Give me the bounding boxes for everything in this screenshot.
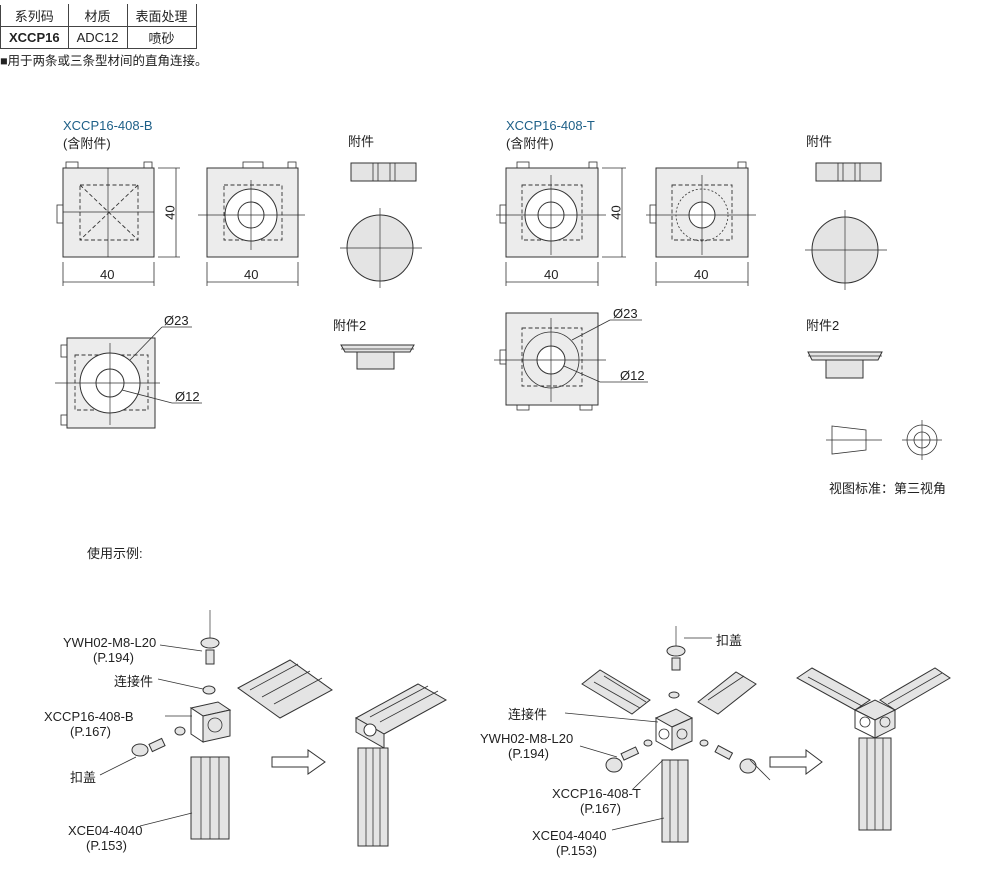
- left-dia-big: Ø23: [164, 313, 189, 328]
- usage-left-connector: 连接件: [114, 674, 154, 689]
- right-accessory-label: 附件: [806, 134, 833, 149]
- usage-left-bolt: YWH02-M8-L20: [63, 635, 157, 650]
- right-front-view: [496, 161, 606, 258]
- usage-left-part-page: (P.167): [70, 724, 111, 739]
- spec-cell-surface: 喷砂: [126, 26, 197, 49]
- left-accessory2-label: 附件2: [333, 318, 367, 333]
- left-dim-height: 40: [162, 205, 178, 220]
- spec-cell-material: ADC12: [67, 26, 128, 49]
- right-accessory-1: [805, 162, 887, 290]
- usage-left-cap: 扣盖: [70, 770, 97, 785]
- left-model-name: XCCP16-408-B: [63, 118, 153, 133]
- usage-right-part: XCCP16-408-T: [552, 786, 641, 801]
- usage-right-exploded: [564, 626, 771, 843]
- right-dia-small: Ø12: [620, 368, 645, 383]
- usage-right-connector: 连接件: [508, 707, 548, 722]
- usage-left-profile-page: (P.153): [86, 838, 127, 853]
- usage-note: ■用于两条或三条型材间的直角连接。: [0, 54, 208, 68]
- right-model-sub: (含附件): [506, 136, 554, 151]
- right-accessory-2: [807, 351, 883, 379]
- usage-right-arrow: [769, 749, 823, 775]
- usage-left-part: XCCP16-408-B: [44, 709, 134, 724]
- left-dia-small: Ø12: [175, 389, 200, 404]
- left-accessory-2: [340, 344, 415, 370]
- right-dia-big: Ø23: [613, 306, 638, 321]
- left-front-view: [56, 161, 155, 258]
- spec-header-material: 材质: [67, 4, 128, 27]
- usage-right-bolt: YWH02-M8-L20: [480, 731, 574, 746]
- usage-left-exploded: [99, 610, 333, 840]
- usage-right-bolt-page: (P.194): [508, 746, 549, 761]
- right-accessory2-label: 附件2: [806, 318, 840, 333]
- right-bottom-view: [494, 312, 648, 411]
- spec-table: 系列码 材质 表面处理 XCCP16 ADC12 喷砂: [0, 4, 197, 49]
- usage-left-bolt-page: (P.194): [93, 650, 134, 665]
- left-accessory-label: 附件: [348, 134, 375, 149]
- left-bottom-view: [55, 326, 202, 429]
- left-side-view: [198, 161, 305, 258]
- spec-header-series: 系列码: [0, 4, 69, 27]
- left-dim-width-side: 40: [244, 267, 259, 282]
- spec-header-surface: 表面处理: [126, 4, 197, 27]
- third-angle-symbol: [826, 420, 942, 460]
- left-dim-width-front: 40: [100, 267, 115, 282]
- usage-right-profile: XCE04-4040: [532, 828, 607, 843]
- usage-left-profile: XCE04-4040: [68, 823, 143, 838]
- usage-left-assembled: [354, 683, 448, 847]
- left-accessory-1: [340, 162, 422, 288]
- right-dim-height: 40: [608, 205, 624, 220]
- usage-left-arrow: [271, 749, 326, 775]
- usage-title: 使用示例:: [87, 546, 143, 561]
- spec-cell-series: XCCP16: [0, 26, 69, 49]
- right-model-name: XCCP16-408-T: [506, 118, 595, 133]
- right-dim-width-side: 40: [694, 267, 709, 282]
- usage-right-cap: 扣盖: [716, 633, 743, 648]
- right-dim-width-front: 40: [544, 267, 559, 282]
- usage-right-assembled: [796, 667, 951, 831]
- view-standard-label: 视图标准：第三视角: [829, 481, 947, 496]
- usage-right-part-page: (P.167): [580, 801, 621, 816]
- usage-right-profile-page: (P.153): [556, 843, 597, 858]
- left-model-sub: (含附件): [63, 136, 111, 151]
- right-side-view: [646, 161, 756, 258]
